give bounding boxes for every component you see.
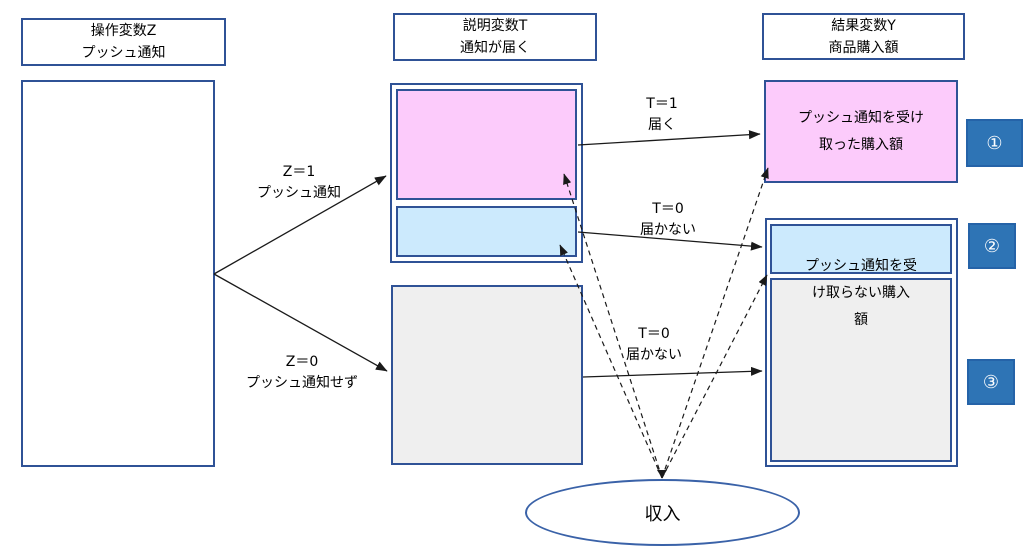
outcome-received-box: プッシュ通知を受け 取った購入額 [764, 80, 958, 183]
outcome-not-received-blue-box [770, 224, 952, 274]
confounder-income-ellipse: 収入 [525, 479, 800, 546]
edge-label-t0-lower: T＝0 届かない [626, 324, 682, 366]
edge-label-t1: T＝1 届く [646, 94, 677, 136]
header-treatment-t-line2: 通知が届く [460, 40, 530, 56]
edge-label-t0-upper: T＝0 届かない [640, 199, 696, 241]
header-treatment-t: 説明変数T 通知が届く [393, 13, 597, 61]
outcome-not-received-line3: 額 [854, 312, 868, 328]
badge-3: ③ [967, 359, 1015, 405]
header-treatment-t-line1: 説明変数T [462, 18, 528, 34]
edge-label-t0-lower-line1: T＝0 [638, 326, 670, 342]
edge-label-t0-upper-line1: T＝0 [652, 201, 684, 217]
population-box [21, 80, 215, 467]
edge-label-z0-line2: プッシュ通知せず [246, 375, 358, 391]
edge-label-t1-line1: T＝1 [646, 96, 678, 112]
edge-label-z1: Z＝1 プッシュ通知 [257, 162, 341, 204]
header-outcome-y-line1: 結果変数Y [831, 17, 896, 34]
header-instrument-z-line2: プッシュ通知 [81, 45, 166, 61]
outcome-received-line1: プッシュ通知を受け [798, 109, 924, 126]
edge-label-z1-line1: Z＝1 [282, 164, 316, 180]
outcome-not-received-line1: プッシュ通知を受 [805, 258, 917, 274]
outcome-not-received-gray-box [770, 278, 952, 462]
edge-label-t0-lower-line2: 届かない [626, 347, 682, 363]
header-instrument-z: 操作変数Z プッシュ通知 [21, 18, 226, 66]
header-outcome-y-line2: 商品購入額 [828, 39, 899, 56]
outcome-received-line2: 取った購入額 [819, 136, 903, 153]
dashed-arrow-income-to-right-blue [661, 274, 768, 479]
edge-label-z1-line2: プッシュ通知 [257, 185, 341, 201]
outcome-not-received-line2: け取らない購入 [812, 285, 910, 301]
outcome-not-received-label: プッシュ通知を受 け取らない購入 額 [770, 253, 952, 334]
header-outcome-y: 結果変数Y 商品購入額 [762, 13, 965, 60]
edge-label-t0-upper-line2: 届かない [640, 222, 696, 238]
badge-2: ② [968, 223, 1016, 269]
edge-label-z0-line1: Z＝0 [285, 354, 319, 370]
notified-delivered-box [396, 89, 577, 200]
edge-label-t1-line2: 届く [648, 117, 676, 133]
badge-1: ① [966, 119, 1023, 167]
header-instrument-z-line1: 操作変数Z [90, 23, 157, 39]
edge-label-z0: Z＝0 プッシュ通知せず [246, 352, 358, 394]
arrowhead-into-income [657, 470, 667, 478]
arrow-t0-lower [582, 366, 763, 378]
notified-undelivered-box [396, 206, 577, 257]
not-notified-box [391, 285, 583, 465]
confounder-income-label: 収入 [644, 503, 681, 525]
